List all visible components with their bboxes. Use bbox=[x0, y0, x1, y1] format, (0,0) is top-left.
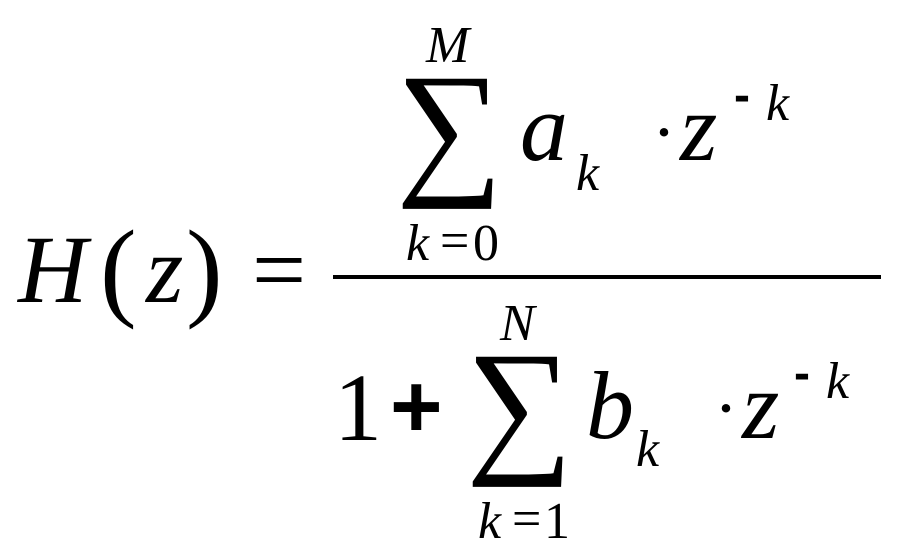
numerator-lower-equals: = bbox=[440, 213, 470, 270]
denominator-coefficient: b bbox=[586, 352, 634, 459]
numerator-exponent-variable: k bbox=[766, 75, 790, 132]
denominator-exponent-variable: k bbox=[826, 353, 850, 410]
numerator-sum-symbol: ∑ bbox=[396, 44, 503, 210]
numerator-multiply-dot: · bbox=[652, 92, 676, 172]
denominator-variable: z bbox=[742, 352, 780, 459]
numerator-coefficient: a bbox=[520, 74, 568, 181]
numerator-upper-limit: M bbox=[426, 17, 470, 74]
denominator-one: 1 bbox=[334, 354, 382, 461]
numerator-coefficient-subscript: k bbox=[576, 145, 600, 202]
numerator-lower-index: k bbox=[406, 215, 430, 272]
numerator-lower-value: 0 bbox=[473, 215, 499, 272]
denominator-coefficient-subscript: k bbox=[636, 421, 660, 478]
denominator-multiply-dot: · bbox=[714, 368, 738, 448]
lhs-function-letter: H bbox=[18, 216, 88, 323]
denominator-sum-symbol: ∑ bbox=[466, 322, 573, 488]
lhs-close-paren: ) bbox=[186, 208, 223, 330]
lhs-equals-sign: = bbox=[252, 216, 307, 323]
denominator-upper-limit: N bbox=[500, 295, 535, 352]
denominator-lower-index: k bbox=[478, 493, 502, 550]
denominator-lower-equals: = bbox=[512, 491, 542, 548]
denominator-exponent-sign: - bbox=[794, 347, 810, 400]
lhs-variable: z bbox=[146, 216, 184, 323]
denominator-lower-value: 1 bbox=[544, 493, 570, 550]
fraction-bar bbox=[333, 275, 881, 279]
lhs-open-paren: ( bbox=[100, 208, 137, 330]
denominator-plus-sign: + bbox=[390, 357, 443, 457]
numerator-exponent-sign: - bbox=[734, 69, 750, 122]
numerator-variable: z bbox=[680, 74, 718, 181]
